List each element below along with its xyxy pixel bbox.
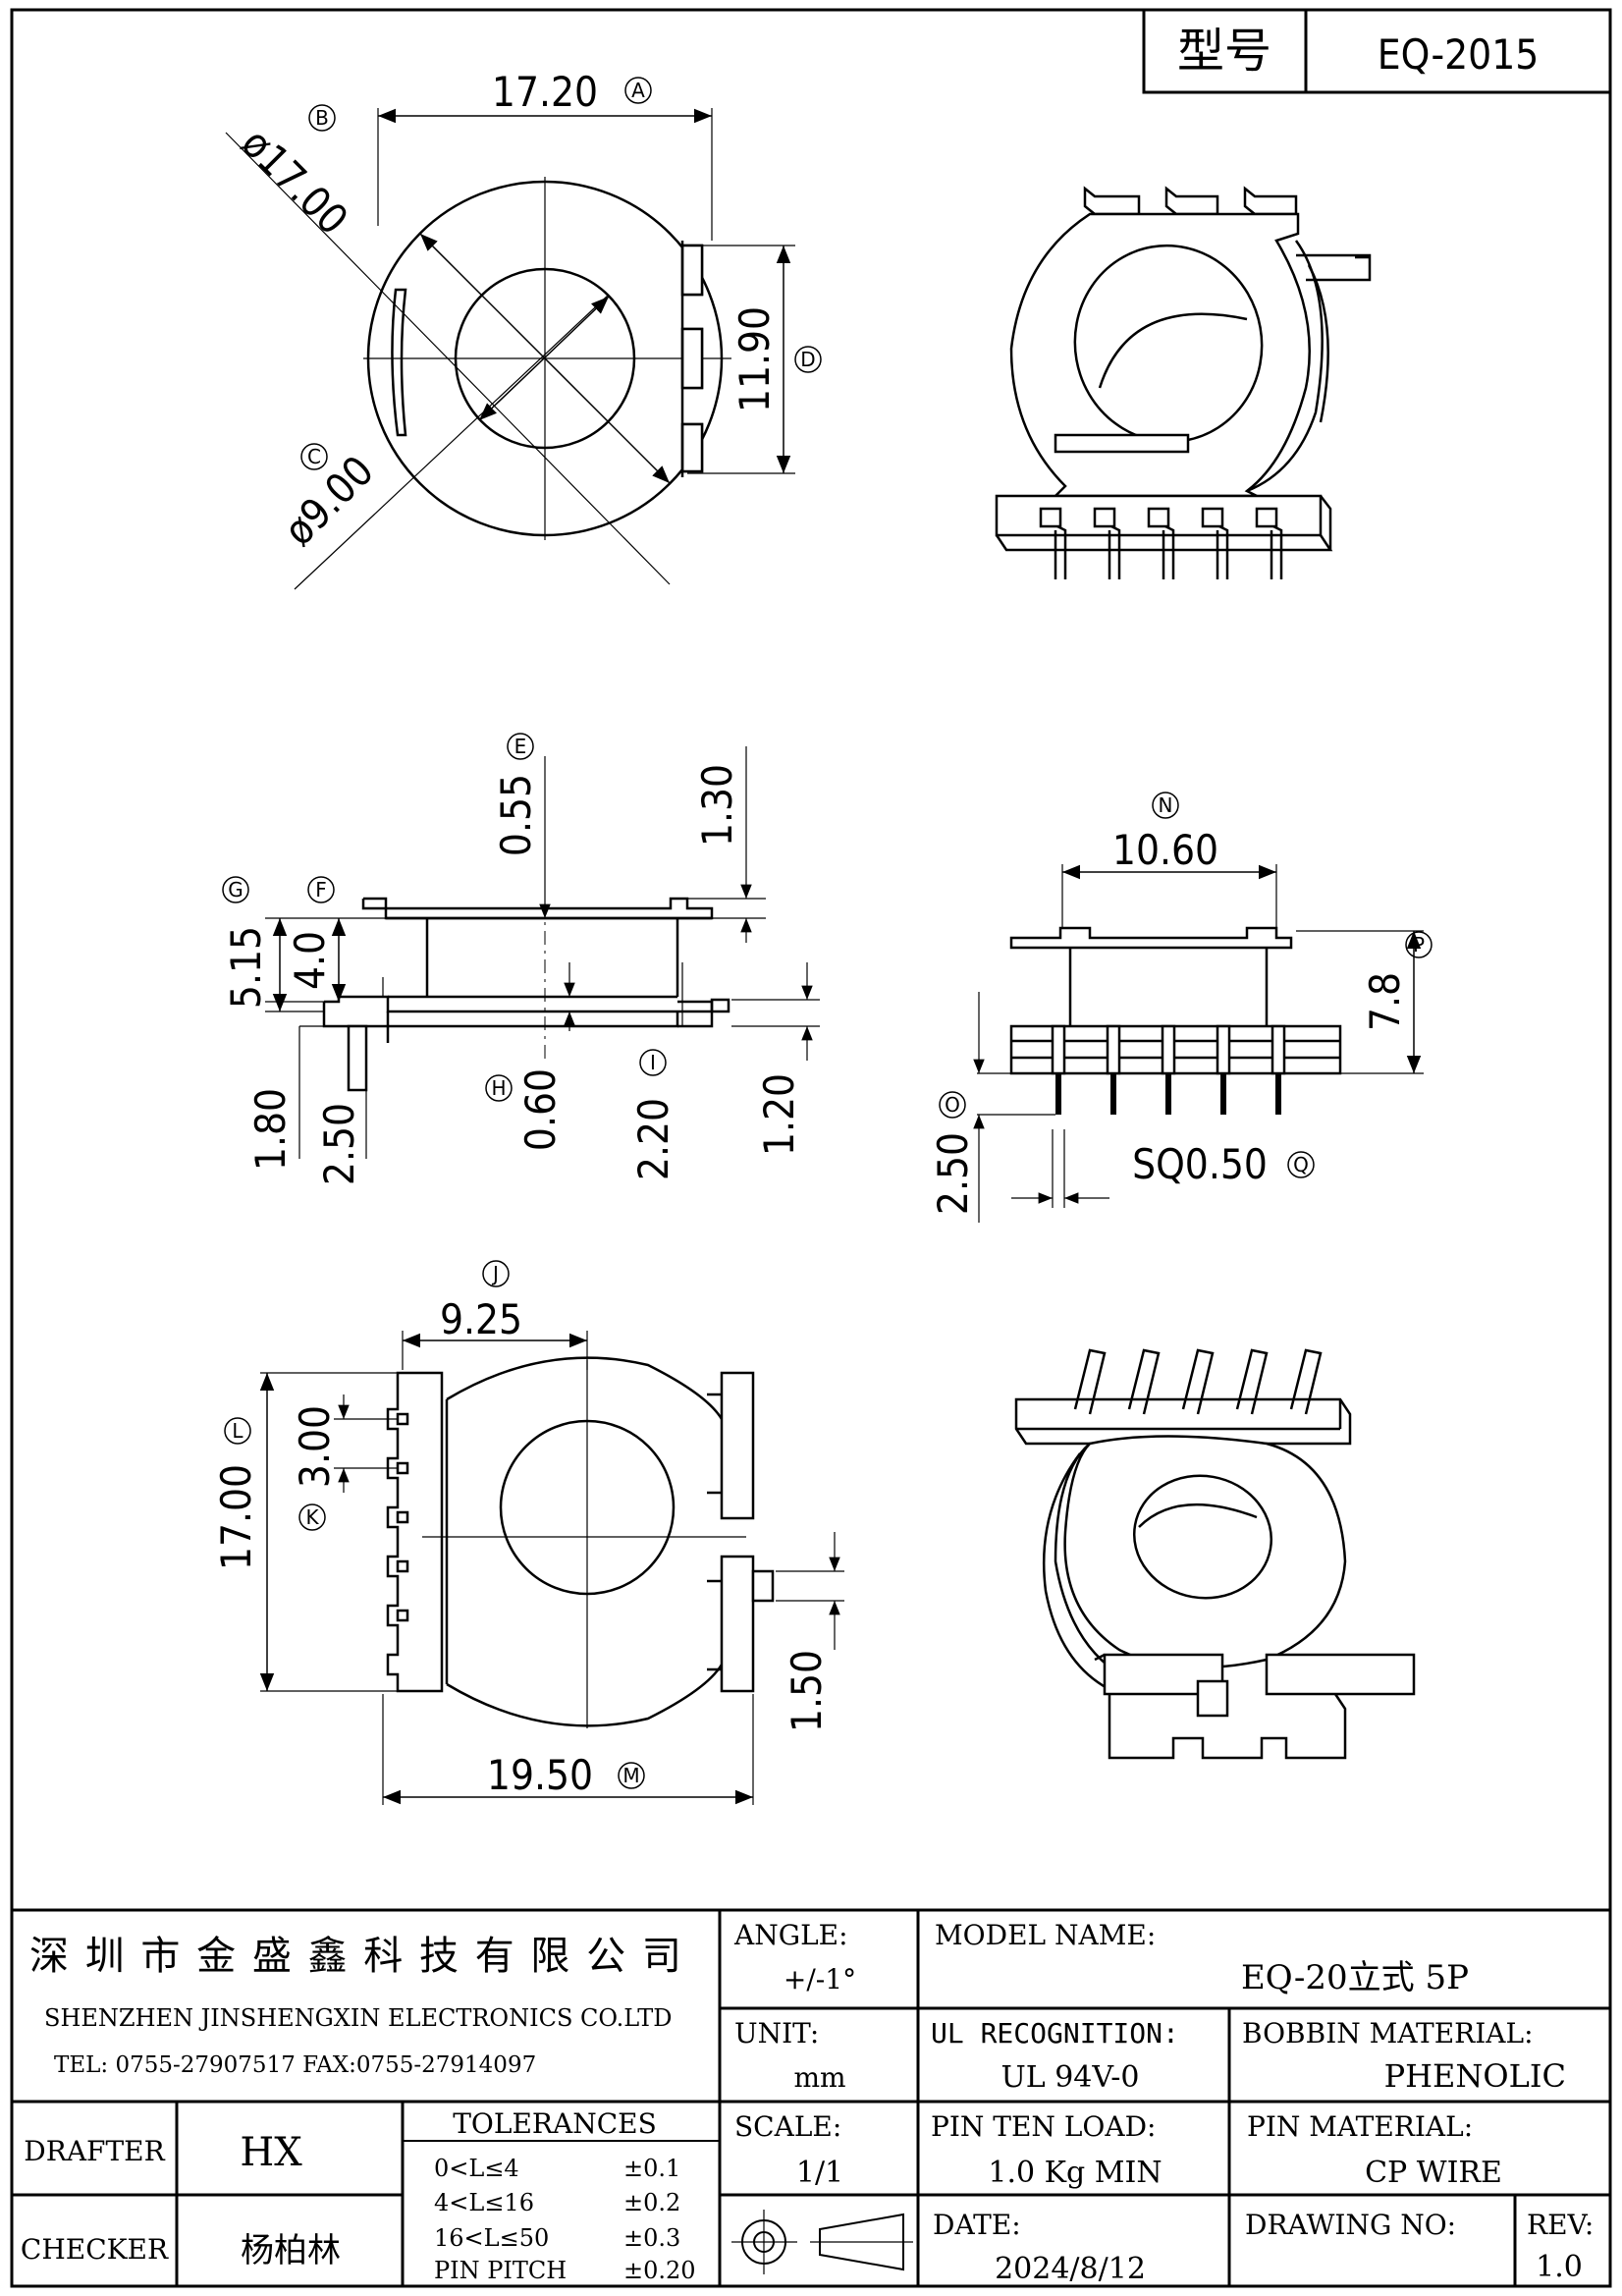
scale-label: SCALE:	[734, 2110, 841, 2143]
iso-view-top	[995, 186, 1372, 579]
dim-l-text: 17.00	[212, 1464, 260, 1570]
dim-l-circle: L	[232, 1419, 243, 1443]
dim-m-text: 19.50	[487, 1751, 593, 1799]
dim-right-h-text: 1.20	[755, 1073, 803, 1156]
dim-pin-a-text: 1.80	[246, 1088, 295, 1171]
dim-p-circle: P	[1413, 933, 1425, 957]
pin-load-value: 1.0 Kg MIN	[988, 2156, 1162, 2190]
iso-view-bottom	[1014, 1348, 1416, 1760]
dim-q-circle: Q	[1293, 1153, 1309, 1176]
dim-pin-b-text: 2.50	[315, 1103, 363, 1185]
model-label: 型号	[1177, 24, 1271, 79]
dim-m-circle: M	[622, 1764, 639, 1787]
drafter-label: DRAFTER	[24, 2135, 165, 2167]
angle-value: +/-1°	[784, 1963, 856, 1995]
dim-h-text: 0.60	[516, 1068, 565, 1151]
dim-b-circle: B	[315, 106, 329, 130]
dim-a-circle: A	[631, 79, 645, 102]
pin-material-label: PIN MATERIAL:	[1247, 2110, 1473, 2143]
dim-j-text: 9.25	[440, 1295, 522, 1343]
front-view	[265, 746, 820, 1159]
dim-g-circle: G	[228, 878, 243, 902]
dim-a-text: 17.20	[492, 68, 598, 116]
tol-value-2: ±0.2	[623, 2189, 680, 2216]
rev-value: 1.0	[1536, 2250, 1583, 2284]
tol-range-3: 16<L≤50	[434, 2224, 549, 2252]
dim-d-text: 11.90	[730, 306, 779, 412]
dim-n-text: 10.60	[1112, 826, 1218, 874]
model-name-label: MODEL NAME:	[935, 1919, 1156, 1951]
tol-value-4: ±0.20	[623, 2257, 696, 2284]
dim-i-circle: I	[650, 1051, 656, 1074]
unit-label: UNIT:	[734, 2017, 819, 2050]
title-block	[12, 1908, 1610, 2286]
company-tel-fax: TEL: 0755-27907517 FAX:0755-27914097	[54, 2052, 536, 2078]
tol-range-2: 4<L≤16	[434, 2189, 534, 2216]
dim-c-circle: C	[307, 445, 321, 468]
sheet-border	[10, 8, 1612, 2288]
angle-label: ANGLE:	[733, 1919, 848, 1951]
checker-label: CHECKER	[21, 2233, 169, 2266]
tol-value-1: ±0.1	[623, 2155, 680, 2182]
date-value: 2024/8/12	[995, 2252, 1146, 2286]
dim-c-text: ø9.00	[275, 447, 383, 555]
bobbin-material-label: BOBBIN MATERIAL:	[1242, 2017, 1534, 2050]
drawing-no-label: DRAWING NO:	[1245, 2209, 1456, 2241]
dim-k-text: 3.00	[291, 1405, 339, 1488]
bobbin-material-value: PHENOLIC	[1384, 2057, 1566, 2095]
pin-material-value: CP WIRE	[1365, 2156, 1502, 2190]
dim-i-text: 2.20	[629, 1098, 677, 1180]
top-view	[225, 108, 795, 590]
dim-top-gap-text: 1.30	[693, 764, 741, 847]
dim-g-text: 5.15	[222, 926, 270, 1009]
top-view-labels: 17.20 A ø17.00 B ø9.00 C 11.90 D	[233, 68, 822, 555]
date-label: DATE:	[933, 2209, 1021, 2241]
ul-value: UL 94V-0	[1000, 2060, 1139, 2095]
dim-h-circle: H	[491, 1076, 506, 1100]
model-header: 型号 EQ-2015	[1142, 8, 1612, 94]
model-value: EQ-2015	[1378, 30, 1540, 79]
dim-b-text: ø17.00	[233, 119, 357, 244]
ul-label: UL RECOGNITION:	[931, 2017, 1179, 2050]
dim-o-circle: O	[945, 1093, 960, 1117]
dim-p-text: 7.8	[1361, 972, 1409, 1031]
dim-bottom-side-text: 1.50	[783, 1650, 831, 1732]
model-name-value: EQ-20立式 5P	[1241, 1958, 1469, 1997]
title-block-text: 深 圳 市 金 盛 鑫 科 技 有 限 公 司 SHENZHEN JINSHEN…	[21, 1919, 1594, 2286]
rev-label: REV:	[1527, 2209, 1594, 2241]
dim-k-circle: K	[305, 1505, 319, 1529]
bottom-view	[259, 1331, 844, 1805]
company-en: SHENZHEN JINSHENGXIN ELECTRONICS CO.LTD	[44, 2004, 673, 2032]
checker-value: 杨柏林	[241, 2231, 341, 2270]
tolerances-label: TOLERANCES	[453, 2107, 657, 2140]
dim-f-circle: F	[315, 878, 327, 902]
dim-q-text: SQ0.50	[1132, 1140, 1268, 1188]
scale-value: 1/1	[796, 2156, 843, 2190]
dim-d-circle: D	[800, 348, 815, 371]
front-view-labels: 0.55 E 1.30 5.15 G 4.0 F 1.80 2.50 H 0.6…	[222, 733, 803, 1185]
company-cn: 深 圳 市 金 盛 鑫 科 技 有 限 公 司	[29, 1934, 683, 1979]
unit-value: mm	[793, 2061, 845, 2094]
dim-n-circle: N	[1159, 793, 1173, 817]
pin-load-label: PIN TEN LOAD:	[931, 2110, 1156, 2143]
dim-e-text: 0.55	[492, 774, 540, 856]
tol-range-4: PIN PITCH	[434, 2257, 567, 2284]
dim-f-text: 4.0	[286, 931, 334, 990]
dim-o-text: 2.50	[929, 1132, 977, 1215]
side-view	[973, 864, 1424, 1223]
dim-j-circle: J	[491, 1262, 499, 1285]
tol-range-1: 0<L≤4	[434, 2155, 519, 2182]
side-view-labels: N 10.60 P 7.8 O 2.50 SQ0.50 Q	[929, 792, 1433, 1215]
drafter-value: HX	[240, 2130, 302, 2175]
bottom-view-labels: J 9.25 L 17.00 3.00 K 19.50 M 1.50	[212, 1260, 831, 1799]
dim-e-circle: E	[514, 735, 527, 758]
tol-value-3: ±0.3	[623, 2224, 680, 2252]
